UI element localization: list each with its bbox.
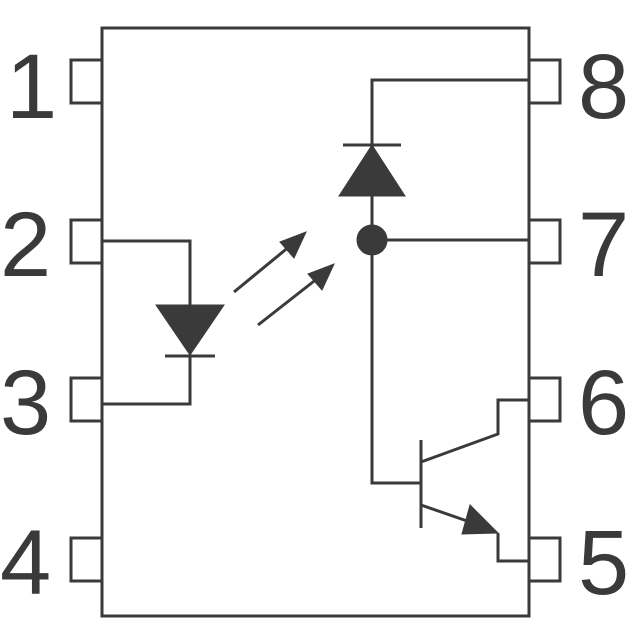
transistor-base-wire: [370, 240, 421, 485]
pin-2-pad: [69, 218, 104, 265]
pin-6-label: 6: [578, 352, 629, 454]
pin-1-label: 1: [6, 36, 57, 138]
pin-1-pad: [69, 58, 104, 105]
pin-3-pad: [69, 376, 104, 423]
pin-8-pad: [527, 58, 562, 105]
pin-3-label: 3: [0, 352, 51, 454]
led-triangle-icon: [155, 304, 225, 356]
pin-7-pad: [527, 218, 562, 265]
photodiode-cathode-wire: [370, 78, 529, 145]
light-arrow-upper-head-icon: [279, 231, 307, 259]
transistor-emitter-arrow-icon: [461, 504, 500, 535]
pin-2-label: 2: [0, 194, 51, 296]
led-emitter: [102, 239, 225, 406]
led-cathode-wire: [102, 356, 192, 406]
photodiode: [338, 78, 529, 256]
pin-4-pad: [69, 536, 104, 583]
light-arrow-lower-head-icon: [307, 263, 335, 291]
transistor-collector-wire: [420, 398, 529, 464]
pin-5-pad: [527, 536, 562, 583]
pin-8-label: 8: [578, 36, 629, 138]
led-anode-wire: [102, 239, 192, 305]
pin-7-label: 7: [578, 194, 629, 296]
output-transistor: [370, 240, 529, 563]
transistor-emitter-wire: [420, 503, 471, 524]
pin-4-label: 4: [0, 512, 51, 614]
pin-6-pad: [527, 376, 562, 423]
light-arrow-upper: [233, 244, 291, 294]
light-arrows: [233, 231, 335, 327]
transistor-emitter-lead: [496, 533, 529, 563]
pin-5-label: 5: [578, 512, 629, 614]
light-arrow-lower: [257, 276, 319, 327]
